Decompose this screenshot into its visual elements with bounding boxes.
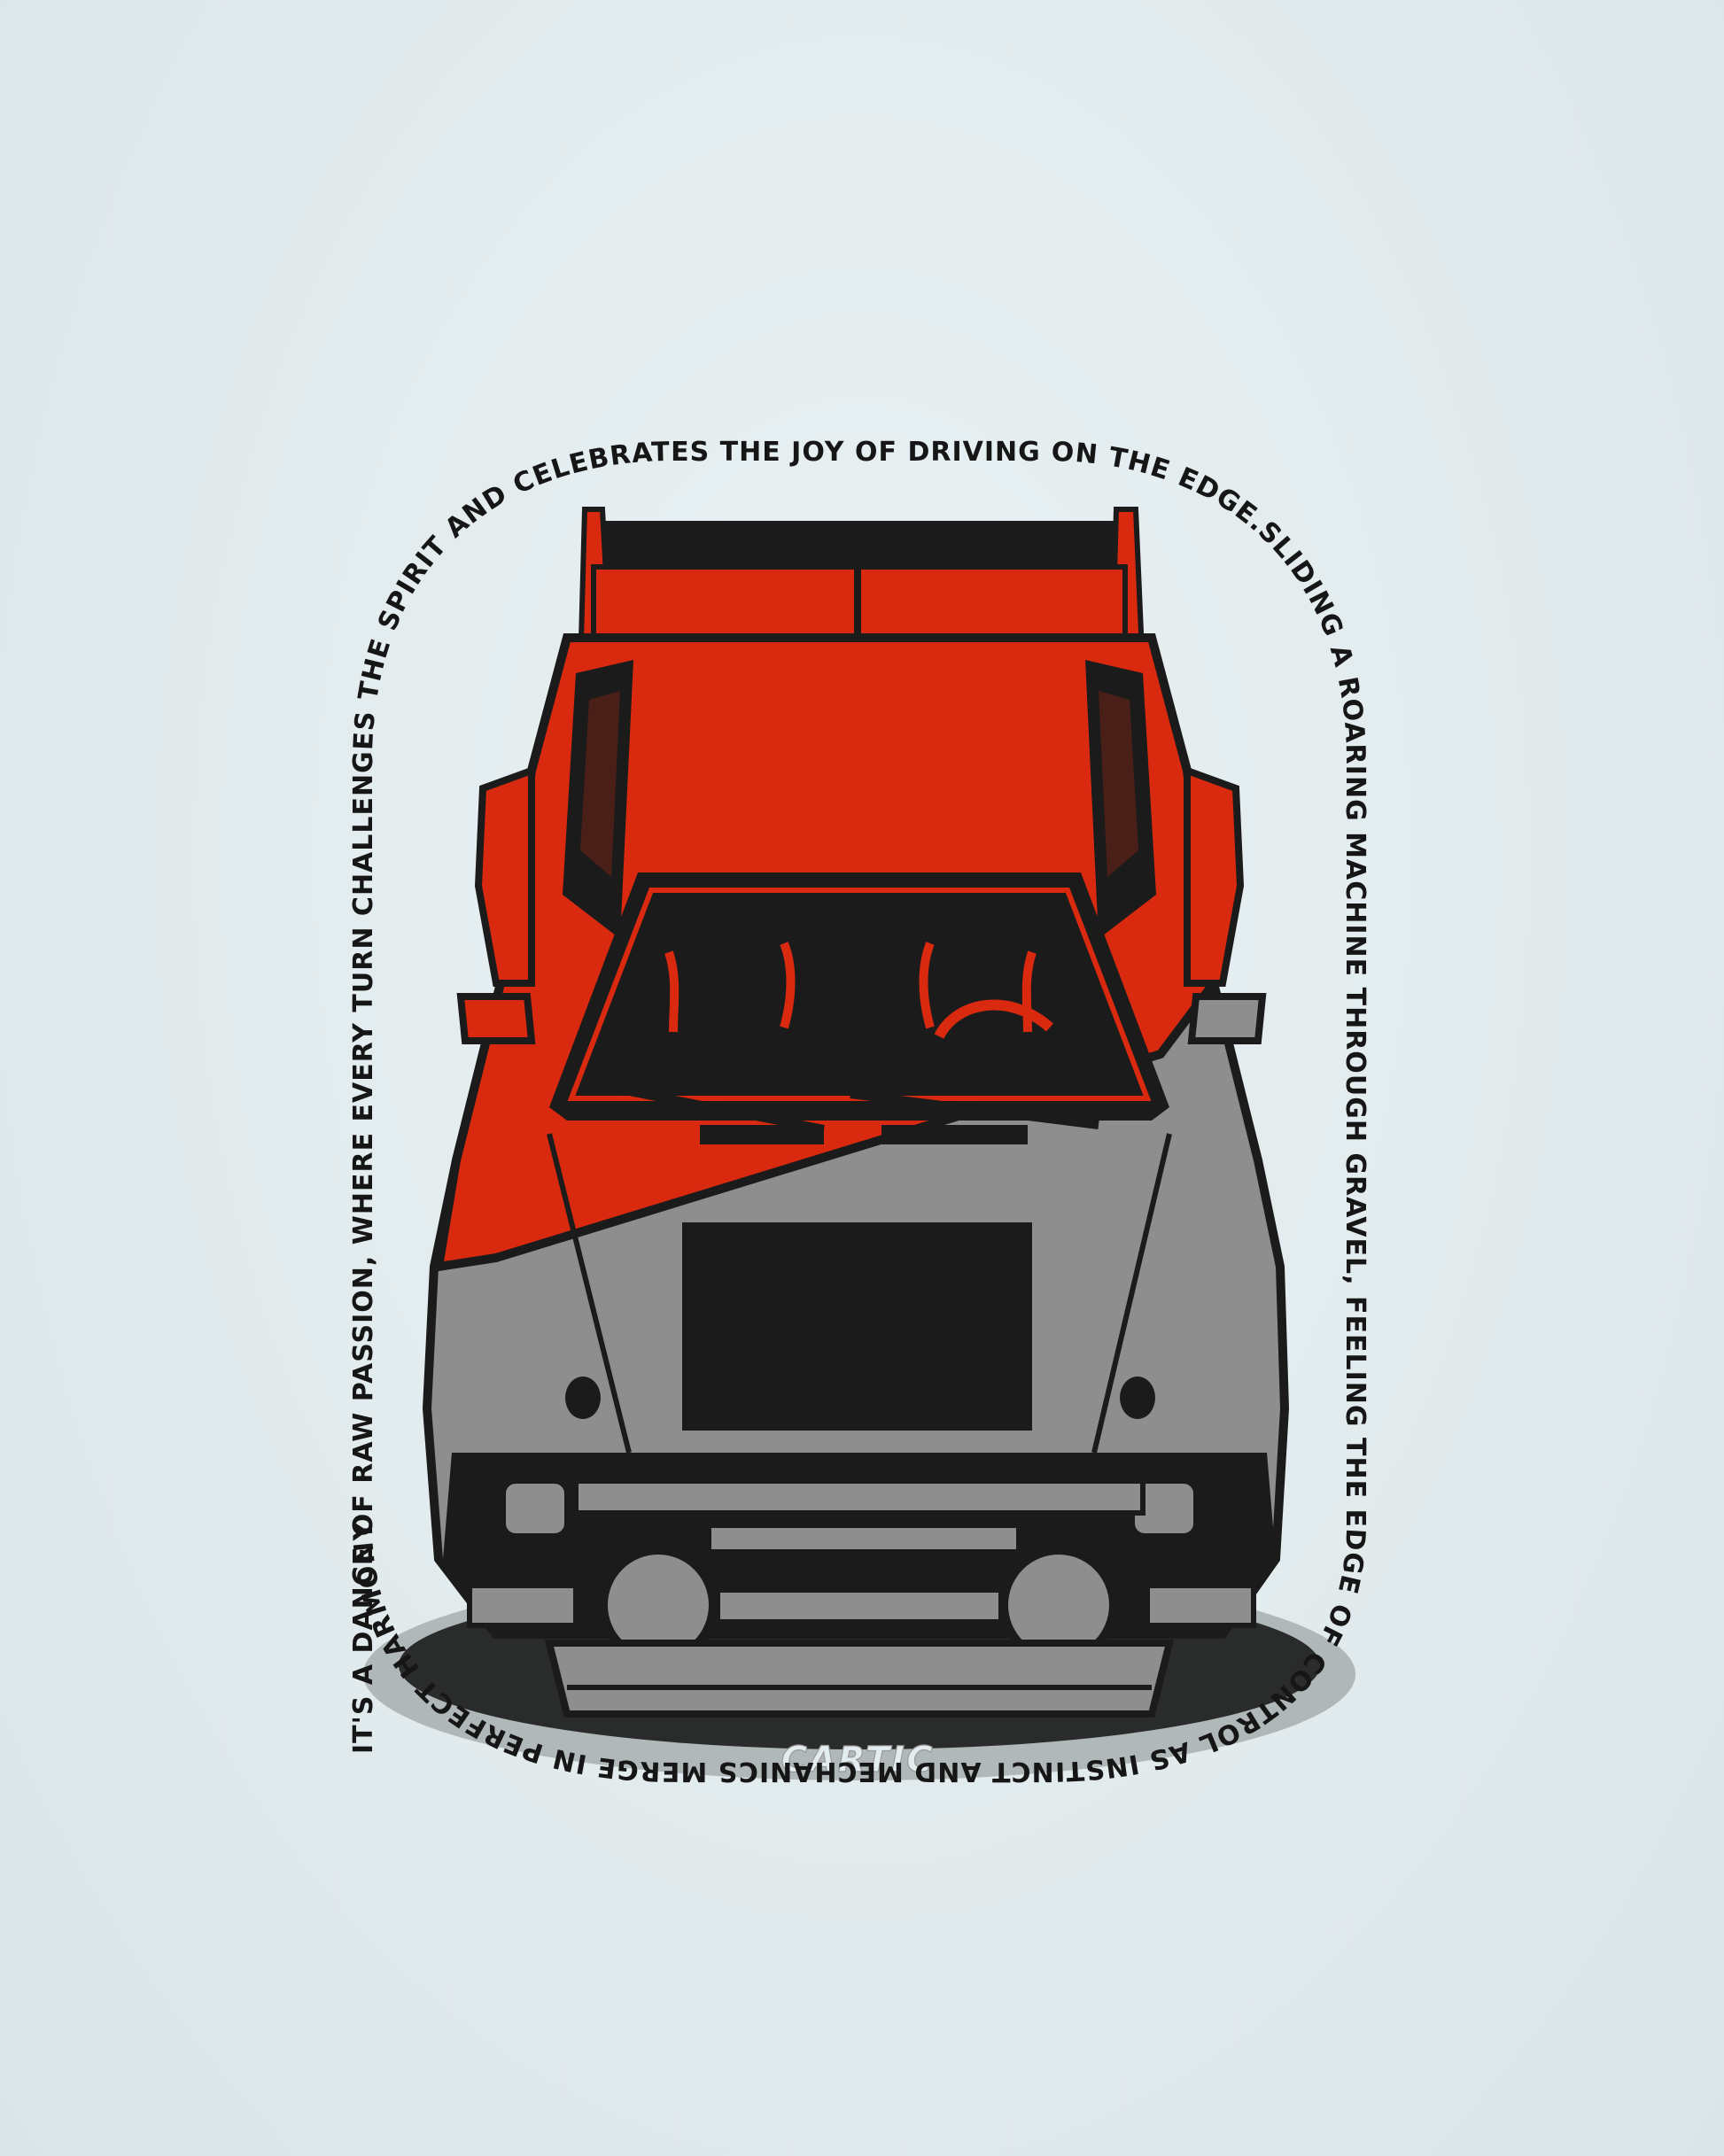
brand-logo: CARTIC bbox=[781, 1740, 935, 1780]
rear-wing bbox=[577, 507, 1146, 676]
front-fascia bbox=[443, 1453, 1276, 1718]
hood bbox=[547, 1125, 1172, 1454]
windshield bbox=[549, 872, 1169, 1134]
